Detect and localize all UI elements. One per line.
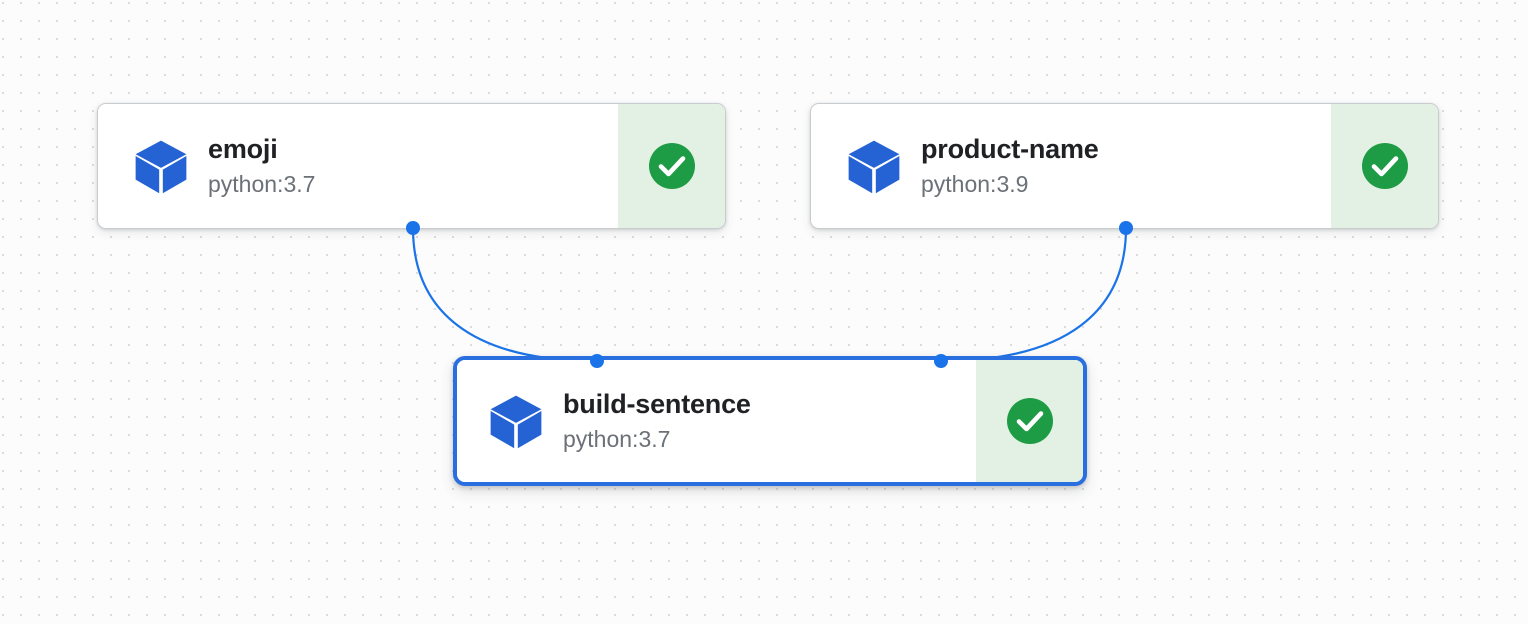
node-text: build-sentence python:3.7: [563, 389, 751, 453]
node-title: build-sentence: [563, 389, 751, 420]
node-subtitle: python:3.7: [208, 170, 316, 197]
node-title: emoji: [208, 134, 278, 165]
node-status-panel: [1331, 104, 1438, 228]
handle-build-sentence-target-left[interactable]: [590, 354, 604, 368]
cube-icon: [848, 140, 900, 194]
node-body: product-name python:3.9: [811, 104, 1331, 228]
cube-icon: [490, 395, 542, 449]
node-subtitle: python:3.9: [921, 170, 1029, 197]
node-body: build-sentence python:3.7: [457, 360, 976, 482]
check-circle-icon: [648, 143, 695, 189]
node-status-panel: [618, 104, 725, 228]
node-text: emoji python:3.7: [208, 134, 315, 198]
check-circle-icon: [1361, 143, 1408, 189]
flow-node-product-name[interactable]: product-name python:3.9: [810, 103, 1439, 229]
node-subtitle: python:3.7: [563, 425, 671, 452]
edge-emoji-to-build-sentence: [411, 227, 598, 363]
flow-node-build-sentence[interactable]: build-sentence python:3.7: [453, 356, 1087, 486]
handle-emoji-source[interactable]: [406, 221, 420, 235]
cube-icon: [135, 140, 187, 194]
node-title: product-name: [921, 134, 1099, 165]
node-text: product-name python:3.9: [921, 134, 1099, 198]
edge-product-name-to-build-sentence: [940, 227, 1128, 363]
node-status-panel: [976, 360, 1083, 482]
check-circle-icon: [1006, 398, 1053, 444]
handle-product-name-source[interactable]: [1119, 221, 1133, 235]
flow-node-emoji[interactable]: emoji python:3.7: [97, 103, 726, 229]
node-body: emoji python:3.7: [98, 104, 618, 228]
handle-build-sentence-target-right[interactable]: [934, 354, 948, 368]
